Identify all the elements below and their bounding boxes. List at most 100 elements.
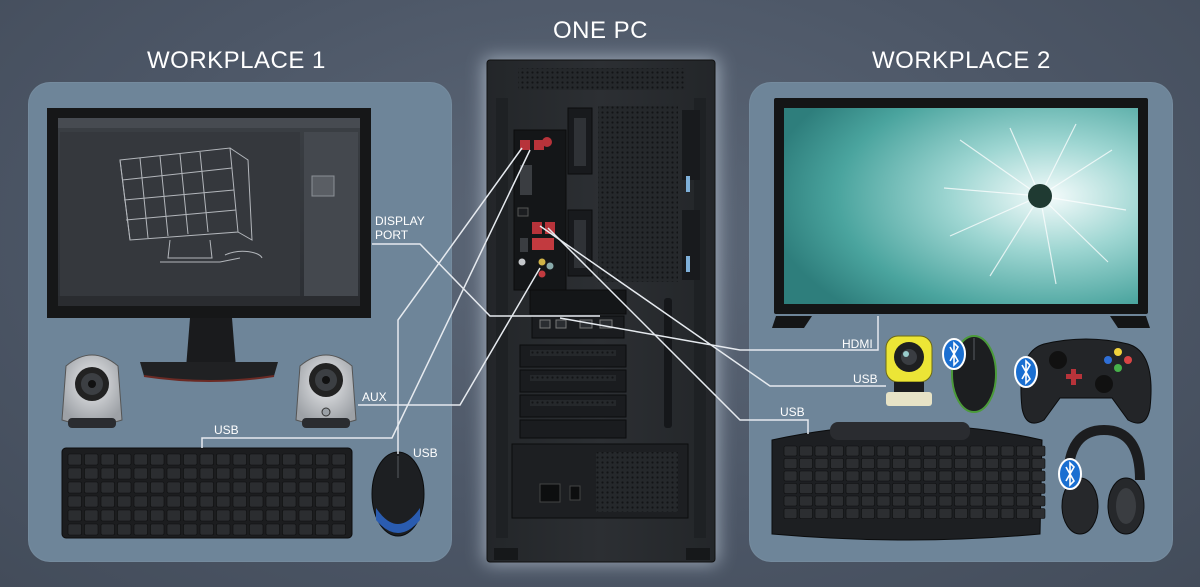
keyboard-key	[331, 481, 346, 494]
keyboard-right	[771, 422, 1046, 541]
keyboard-key	[232, 481, 247, 494]
workplace-1-title: WORKPLACE 1	[147, 47, 326, 74]
keyboard-key	[938, 470, 953, 482]
keyboard-key	[1031, 495, 1046, 507]
keyboard-key	[876, 458, 891, 469]
keyboard-key	[166, 453, 181, 466]
display-port-label-line2: PORT	[375, 228, 409, 242]
pc-title: ONE PC	[553, 17, 649, 44]
keyboard-key	[265, 523, 280, 536]
keyboard-key	[861, 508, 875, 519]
usb-webcam-label: USB	[853, 372, 878, 386]
keyboard-key	[249, 495, 264, 508]
keyboard-key	[84, 523, 99, 536]
keyboard-key	[938, 508, 953, 519]
keyboard-left	[61, 447, 353, 539]
keyboard-key	[183, 509, 198, 522]
keyboard-key	[876, 483, 891, 494]
keyboard-key	[133, 467, 148, 480]
keyboard-key	[892, 508, 906, 519]
keyboard-key	[985, 508, 999, 519]
cable-hdmi	[559, 316, 879, 351]
keyboard-key	[799, 470, 813, 482]
keyboard-key	[232, 523, 247, 536]
keyboard-key	[232, 453, 247, 466]
keyboard-key	[876, 508, 891, 519]
keyboard-key	[845, 470, 860, 482]
keyboard-key	[1000, 495, 1015, 507]
keyboard-key	[216, 467, 231, 480]
keyboard-key	[876, 495, 891, 507]
keyboard-key	[969, 508, 984, 519]
keyboard-key	[298, 495, 313, 508]
power-supply	[511, 443, 689, 519]
keyboard-key	[117, 523, 132, 536]
keyboard-key	[845, 445, 860, 457]
keyboard-key	[907, 483, 922, 494]
keyboard-key	[1000, 458, 1015, 469]
keyboard-key	[166, 481, 181, 494]
keyboard-key	[315, 467, 330, 480]
keyboard-key	[298, 453, 313, 466]
keyboard-key	[166, 495, 181, 508]
keyboard-key	[232, 509, 247, 522]
keyboard-key	[892, 470, 906, 482]
cable-aux	[358, 267, 541, 406]
keyboard-key	[861, 483, 875, 494]
keyboard-key	[938, 483, 953, 494]
keyboard-key	[938, 458, 953, 469]
usb-mouse-left-label: USB	[413, 446, 438, 460]
keyboard-key	[298, 481, 313, 494]
keyboard-key	[830, 495, 844, 507]
keyboard-key	[67, 523, 82, 536]
keyboard-key	[282, 481, 297, 494]
keyboard-key	[166, 467, 181, 480]
keyboard-key	[985, 445, 999, 457]
keyboard-key	[117, 467, 132, 480]
keyboard-key	[133, 453, 148, 466]
cables	[201, 147, 886, 454]
keyboard-key	[199, 523, 214, 536]
keyboard-key	[199, 509, 214, 522]
keyboard-key	[298, 467, 313, 480]
bluetooth-icon	[1058, 458, 1082, 490]
keyboard-key	[100, 481, 115, 494]
keyboard-key	[1000, 470, 1015, 482]
keyboard-key	[830, 445, 844, 457]
hdmi-label: HDMI	[842, 337, 873, 351]
speaker-left-a	[61, 354, 123, 428]
keyboard-key	[282, 495, 297, 508]
keyboard-key	[892, 445, 906, 457]
monitor-right	[772, 98, 1150, 328]
keyboard-key	[199, 453, 214, 466]
keyboard-key	[954, 483, 968, 494]
keyboard-key	[954, 445, 968, 457]
keyboard-key	[249, 481, 264, 494]
keyboard-key	[938, 495, 953, 507]
keyboard-key	[907, 458, 922, 469]
gamepad	[1020, 338, 1152, 424]
mouse-left	[371, 451, 425, 537]
keyboard-key	[67, 509, 82, 522]
keyboard-key	[783, 470, 798, 482]
keyboard-key	[331, 509, 346, 522]
keyboard-key	[985, 495, 999, 507]
keyboard-key	[117, 481, 132, 494]
keyboard-key	[969, 445, 984, 457]
keyboard-key	[1031, 508, 1046, 519]
keyboard-key	[282, 509, 297, 522]
webcam	[885, 335, 933, 406]
monitor-left	[47, 108, 371, 382]
keyboard-key	[282, 453, 297, 466]
keyboard-key	[84, 509, 99, 522]
keyboard-key	[799, 508, 813, 519]
rear-io-panel	[513, 129, 567, 291]
keyboard-key	[216, 509, 231, 522]
headphones	[1061, 424, 1145, 535]
display-port-label-line1: DISPLAY	[375, 214, 425, 228]
keyboard-key	[1016, 483, 1030, 494]
keyboard-key	[861, 458, 875, 469]
keyboard-key	[783, 445, 798, 457]
keyboard-key	[100, 453, 115, 466]
